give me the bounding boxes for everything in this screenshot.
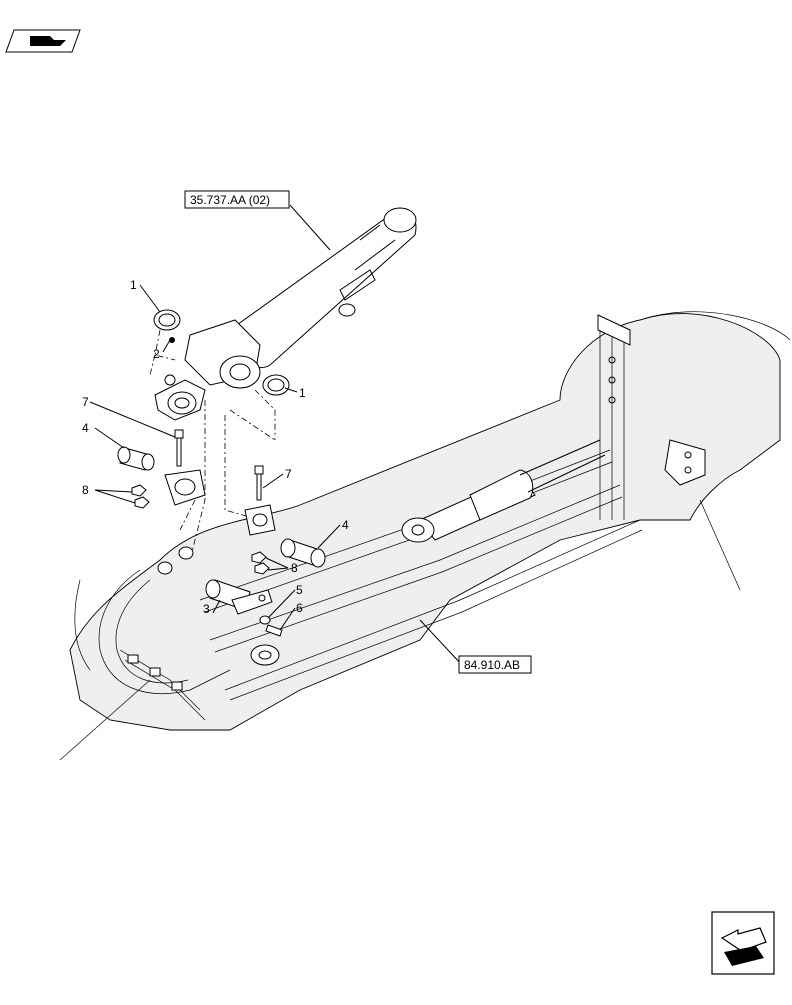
pin-with-plate-part-3 — [205, 579, 273, 615]
nut-part-8a — [131, 484, 150, 509]
leader-lines — [89, 204, 463, 666]
callout-8: 8 — [82, 483, 89, 497]
callout-1: 1 — [130, 278, 137, 292]
washer-part-1a — [153, 309, 181, 331]
bolt-part-7a — [174, 429, 184, 467]
callout-3: 3 — [203, 602, 210, 616]
ref-cylinder-text: 35.737.AA (02) — [190, 193, 270, 207]
next-page-arrow-icon[interactable] — [711, 911, 775, 975]
pin-part-4b — [280, 538, 326, 568]
ref-box-axle[interactable]: 84.910.AB — [458, 655, 532, 674]
washer-part-1b — [262, 374, 290, 396]
callout-1: 1 — [299, 386, 306, 400]
washer-part-5 — [259, 615, 271, 625]
main-cylinder — [154, 207, 417, 421]
ref-axle-text: 84.910.AB — [464, 658, 520, 672]
nut-part-8b — [251, 551, 270, 575]
axle-frame — [59, 311, 791, 761]
grease-fitting-part-2 — [169, 337, 175, 343]
bolt-part-6 — [265, 624, 283, 637]
callout-2: 2 — [153, 347, 160, 361]
callout-7: 7 — [285, 467, 292, 481]
callout-6: 6 — [296, 601, 303, 615]
ref-box-cylinder[interactable]: 35.737.AA (02) — [184, 190, 290, 209]
mounting-bracket — [157, 469, 276, 575]
book-pointer-icon[interactable] — [5, 29, 81, 53]
callout-7: 7 — [82, 395, 89, 409]
pin-part-4a — [117, 446, 155, 471]
assembly-lines — [149, 329, 276, 561]
callout-5: 5 — [296, 583, 303, 597]
callout-4: 4 — [342, 518, 349, 532]
callout-labels: 1 2 1 7 4 8 7 4 8 5 3 6 — [82, 278, 349, 616]
callout-4: 4 — [82, 421, 89, 435]
bolt-part-7b — [254, 465, 264, 501]
callout-8: 8 — [291, 561, 298, 575]
